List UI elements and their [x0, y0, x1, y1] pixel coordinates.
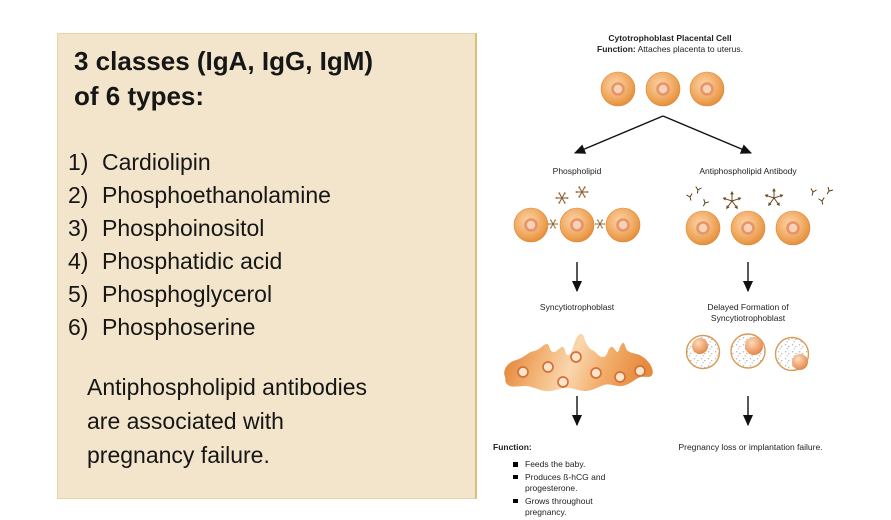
label-delayed-line2: Syncytiotrophoblast — [710, 313, 786, 323]
list-item-number: 4) — [68, 248, 89, 274]
nucleus-icon — [692, 338, 708, 354]
list-item: 2) Phosphoethanolamine — [68, 179, 331, 212]
nucleus-icon — [745, 337, 763, 355]
nucleus-icon — [792, 354, 808, 370]
panel-note-line2: are associated with — [87, 408, 284, 434]
phospholipid-molecule-icon — [574, 185, 590, 199]
list-item-label: Cardiolipin — [102, 149, 211, 175]
label-antiphospholipid-antibody: Antiphospholipid Antibody — [699, 166, 797, 176]
list-item: 3) Phosphoinositol — [68, 212, 331, 245]
down-arrows-middle — [571, 262, 754, 293]
panel-title-line2: of 6 types: — [74, 81, 205, 111]
cytotrophoblast-cells-icon — [600, 71, 725, 107]
antibody-icon — [700, 198, 710, 208]
list-item: 6) Phosphoserine — [68, 311, 331, 344]
down-arrows-bottom — [571, 396, 754, 427]
syncytiotrophoblast-icon — [504, 333, 653, 392]
bullet-item: Produces ß-hCG and progesterone. — [512, 472, 632, 495]
function-heading: Function: — [493, 442, 532, 452]
list-item-label: Phosphatidic acid — [102, 248, 283, 274]
list-item-number: 1) — [68, 149, 89, 175]
phospholipid-molecule-icon — [554, 191, 570, 205]
list-item: 5) Phosphoglycerol — [68, 278, 331, 311]
list-item-number: 5) — [68, 281, 89, 307]
list-item-label: Phosphoglycerol — [102, 281, 273, 307]
antibody-icon — [824, 186, 834, 196]
list-item-label: Phosphoethanolamine — [102, 182, 331, 208]
phospholipid-molecule-icon — [547, 218, 559, 230]
list-item: 1) Cardiolipin — [68, 146, 331, 179]
list-item-number: 6) — [68, 314, 89, 340]
label-pregnancy-loss: Pregnancy loss or implantation failure. — [678, 442, 823, 452]
panel-note-line1: Antiphospholipid antibodies — [87, 374, 368, 400]
function-label: Function: — [597, 44, 636, 54]
antibody-icon — [809, 188, 817, 197]
list-item-number: 3) — [68, 215, 89, 241]
phospholipid-molecule-icon — [594, 218, 606, 230]
list-item-label: Phosphoinositol — [102, 215, 265, 241]
antibody-icon — [818, 197, 826, 206]
list-item-number: 2) — [68, 182, 89, 208]
list-item: 4) Phosphatidic acid — [68, 245, 331, 278]
label-phospholipid: Phospholipid — [552, 166, 602, 176]
diagram-subtitle: Function: Attaches placenta to uterus. — [545, 44, 795, 55]
label-delayed-formation: Delayed Formation of Syncytiotrophoblast — [688, 302, 808, 324]
antibody-blocked-cells-icon — [685, 186, 834, 246]
bullet-item: Grows throughout pregnancy. — [512, 496, 632, 519]
panel-note: Antiphospholipid antibodies are associat… — [87, 370, 367, 472]
phospholipid-type-list: 1) Cardiolipin 2) Phosphoethanolamine 3)… — [68, 146, 331, 344]
function-text: Attaches placenta to uterus. — [635, 44, 743, 54]
antibody-attack-icon — [722, 191, 742, 210]
panel-title: 3 classes (IgA, IgG, IgM) of 6 types: — [74, 44, 373, 114]
panel-title-line1: 3 classes (IgA, IgG, IgM) — [74, 46, 374, 76]
left-text-panel: 3 classes (IgA, IgG, IgM) of 6 types: 1)… — [57, 33, 477, 499]
diagram-graphics — [504, 71, 834, 427]
branch-arrows — [573, 115, 753, 154]
panel-note-line3: pregnancy failure. — [87, 442, 270, 468]
antibody-icon — [686, 193, 694, 202]
label-delayed-line1: Delayed Formation of — [707, 302, 789, 312]
list-item-label: Phosphoserine — [102, 314, 256, 340]
nuclei-icons — [517, 351, 646, 388]
delayed-formation-cells-icon — [685, 333, 810, 372]
diagram-title: Cytotrophoblast Placental Cell — [608, 33, 732, 43]
phospholipid-cells-icon — [513, 185, 641, 243]
function-bullet-list: Feeds the baby. Produces ß-hCG and proge… — [512, 459, 632, 520]
label-syncytiotrophoblast: Syncytiotrophoblast — [539, 302, 615, 312]
antibody-icon — [694, 186, 702, 195]
antibody-attack-icon — [764, 188, 784, 207]
bullet-item: Feeds the baby. — [512, 459, 632, 471]
